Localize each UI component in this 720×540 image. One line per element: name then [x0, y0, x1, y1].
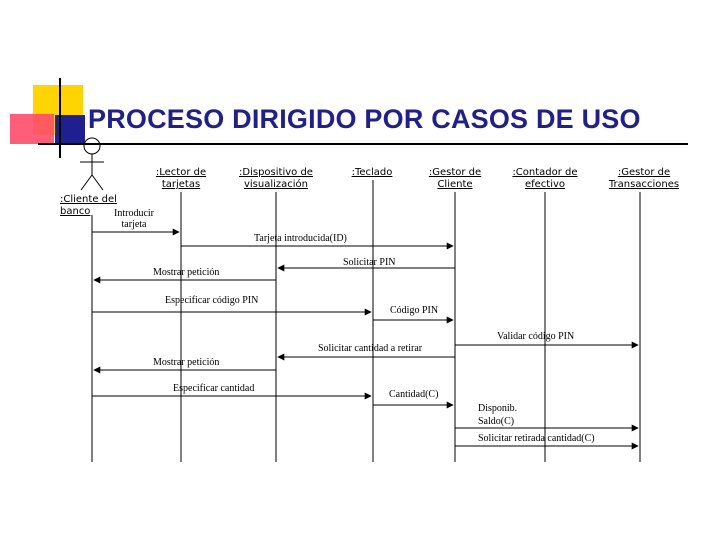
message-label-mostrar-peticion-2: Mostrar petición: [153, 357, 220, 368]
message-label-solicitar-cantidad: Solicitar cantidad a retirar: [318, 343, 423, 354]
message-label-mostrar-peticion-1: Mostrar petición: [153, 267, 220, 278]
decor-vertical-line: [59, 78, 61, 158]
message-label-solicitar-pin: Solicitar PIN: [343, 257, 396, 268]
object-gestor-trans-label: :Gestor de Transacciones: [608, 167, 680, 190]
message-label-disponib-saldo: Disponib. Saldo(C): [478, 403, 518, 427]
object-gestor-cliente-label: :Gestor de Cliente: [428, 167, 482, 190]
object-contador-label: :Contador de efectivo: [512, 167, 578, 190]
message-label-especificar-pin: Especificar código PIN: [165, 295, 259, 306]
stick-figure-icon: [80, 137, 104, 191]
message-label-especificar-cantidad: Especificar cantidad: [173, 383, 255, 394]
message-label-introducir-tarjeta: Introducir tarjeta: [114, 208, 154, 230]
object-lector-label: :Lector de tarjetas: [155, 167, 207, 190]
message-label-codigo-pin: Código PIN: [390, 305, 439, 316]
object-teclado-label: :Teclado: [351, 167, 393, 178]
object-dispositivo-label: :Dispositivo de visualización: [239, 167, 313, 190]
message-label-tarjeta-introducida: Tarjeta introducida(ID): [254, 233, 347, 244]
decor-red-square: [10, 114, 54, 144]
message-label-solicitar-retirada: Solicitar retirada cantidad(C): [478, 433, 595, 444]
decor-horizontal-line: [38, 143, 688, 145]
message-label-cantidad: Cantidad(C): [389, 389, 439, 400]
message-label-validar-pin: Validar código PIN: [497, 331, 575, 342]
page-title: PROCESO DIRIGIDO POR CASOS DE USO: [88, 104, 641, 134]
actor-label: :Cliente del banco: [60, 194, 117, 217]
